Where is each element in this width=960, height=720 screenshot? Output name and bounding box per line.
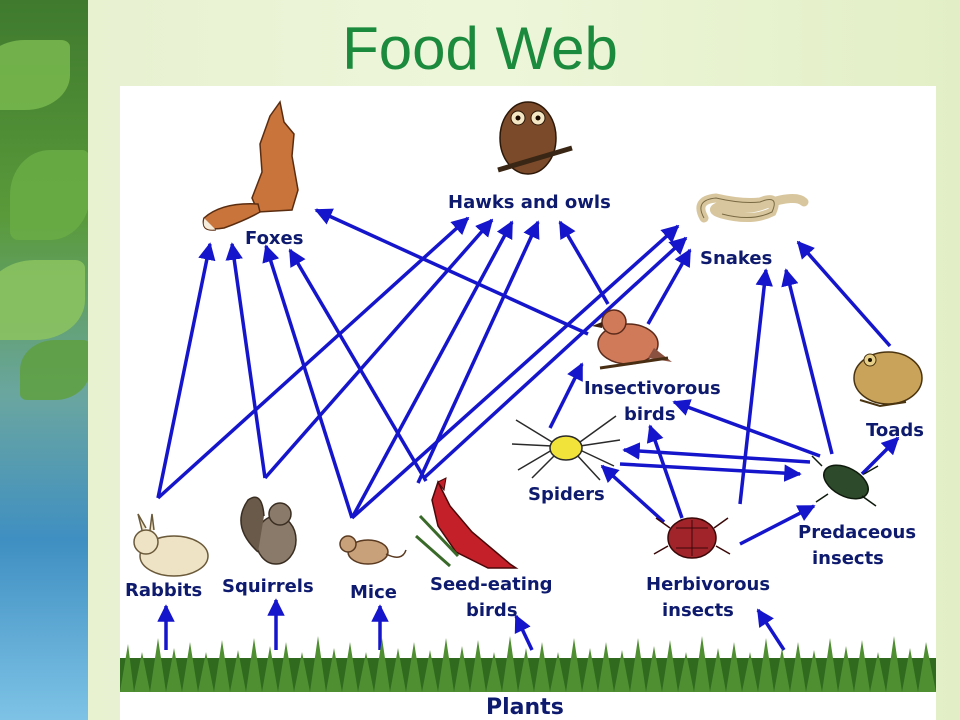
arrow-rabbits-to-foxes: [156, 242, 216, 499]
label-mice: Mice: [350, 582, 397, 603]
arrow-predinsects-to-snakes: [781, 268, 834, 455]
owl-icon: [497, 101, 573, 175]
label-toads: Toads: [866, 420, 924, 441]
arrow-plants-to-herbinsects: [756, 608, 786, 651]
leaf-decoration: [0, 40, 70, 110]
food-web-diagram: Foxes Hawks and owls Snakes Insectivorou…: [120, 86, 936, 720]
arrow-predinsects-to-insectbirds: [672, 399, 821, 458]
arrow-mice-to-snakes: [350, 224, 680, 520]
arrow-insectbirds-to-hawks: [558, 220, 610, 305]
arrow-herbinsects-to-predinsects: [739, 504, 816, 546]
mouse-icon: [339, 535, 407, 565]
label-rabbits: Rabbits: [125, 580, 202, 601]
snake-icon: [696, 193, 809, 223]
arrow-herbinsects-to-snakes: [738, 268, 773, 505]
label-herbivorous-insects-line1: Herbivorous: [646, 574, 770, 595]
label-predaceous-insects-line1: Predaceous: [798, 522, 916, 543]
leaf-decoration: [10, 150, 88, 240]
arrow-mice-to-foxes: [262, 244, 354, 519]
label-predaceous-insects-line2: insects: [812, 548, 884, 569]
label-hawks-and-owls: Hawks and owls: [448, 192, 611, 213]
toad-icon: [853, 351, 923, 408]
beetle-icon: [811, 455, 879, 507]
squirrel-icon: [240, 496, 297, 565]
label-spiders: Spiders: [528, 484, 605, 505]
label-snakes: Snakes: [700, 248, 772, 269]
grass-icon: [120, 636, 936, 692]
label-foxes: Foxes: [245, 228, 303, 249]
fox-icon: [202, 100, 299, 231]
slide-title: Food Web: [342, 15, 618, 82]
arrow-predinsects-to-spiders: [622, 442, 811, 464]
arrow-plants-to-seedbirds: [514, 614, 534, 651]
arrow-spiders-to-insectbirds: [548, 362, 584, 429]
arrows: [156, 208, 900, 651]
arrow-insectbirds-to-foxes: [314, 208, 589, 336]
rabbit-icon: [133, 513, 209, 577]
arrow-seedbirds-to-foxes: [288, 248, 428, 482]
food-web-svg: Foxes Hawks and owls Snakes Insectivorou…: [120, 100, 936, 720]
arrow-seedbirds-to-snakes: [422, 236, 688, 480]
arrow-squirrels-to-foxes: [225, 242, 267, 479]
arrow-herbinsects-to-insectbirds: [646, 424, 684, 519]
arrow-mice-to-hawks: [350, 220, 514, 519]
decorative-side-panel: [0, 0, 88, 720]
arrow-herbinsects-to-spiders: [600, 464, 666, 524]
arrow-predinsects-to-toads: [860, 436, 900, 476]
bird-icon: [592, 309, 672, 370]
beetle-icon: [653, 517, 731, 559]
label-squirrels: Squirrels: [222, 576, 314, 597]
arrow-spiders-to-predinsects: [619, 462, 802, 482]
label-insectivorous-birds-line1: Insectivorous: [584, 378, 721, 399]
label-herbivorous-insects-line2: insects: [662, 600, 734, 621]
arrow-rabbits-to-hawks: [156, 216, 470, 500]
spider-icon: [511, 415, 621, 481]
label-plants: Plants: [486, 695, 564, 720]
arrow-squirrels-to-hawks: [263, 218, 494, 480]
label-seed-eating-birds-line1: Seed-eating: [430, 574, 553, 595]
label-insectivorous-birds-line2: birds: [624, 404, 676, 425]
cardinal-icon: [415, 477, 519, 569]
leaf-decoration: [20, 340, 88, 400]
leaf-decoration: [0, 260, 85, 340]
label-seed-eating-birds-line2: birds: [466, 600, 518, 621]
arrow-insectbirds-to-snakes: [646, 248, 692, 325]
arrow-toads-to-snakes: [796, 240, 892, 348]
